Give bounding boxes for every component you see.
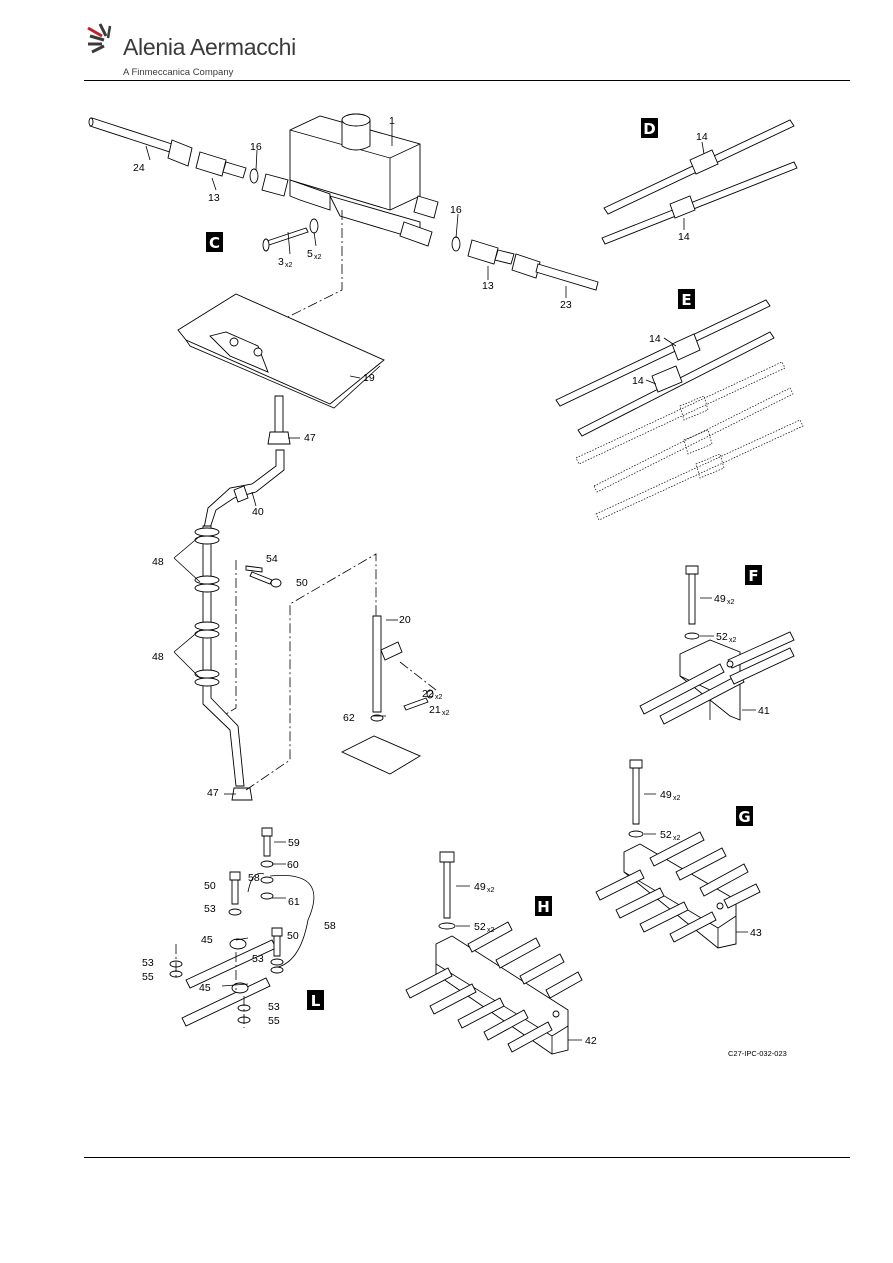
callout-20: 20 bbox=[399, 614, 411, 626]
callout-52-qty: x2 bbox=[487, 927, 495, 934]
callout-24: 24 bbox=[133, 162, 145, 174]
svg-text:D: D bbox=[643, 120, 655, 138]
callout-53: 53 bbox=[268, 1001, 280, 1013]
brand-subtitle: A Finmeccanica Company bbox=[123, 67, 234, 78]
footer-divider bbox=[84, 1157, 850, 1158]
callout-52-qty: x2 bbox=[729, 637, 737, 644]
view-e-detail bbox=[555, 299, 804, 521]
callout-14: 14 bbox=[649, 333, 661, 345]
view-l-detail bbox=[169, 827, 315, 1028]
callout-59: 59 bbox=[288, 837, 300, 849]
callout-42: 42 bbox=[585, 1035, 597, 1047]
svg-text:F: F bbox=[748, 567, 758, 585]
view-d-detail bbox=[601, 119, 798, 245]
svg-text:L: L bbox=[311, 992, 321, 1010]
callout-45: 45 bbox=[199, 982, 211, 994]
callout-16: 16 bbox=[450, 204, 462, 216]
callout-48: 48 bbox=[152, 651, 164, 663]
callout-3-qty: x2 bbox=[285, 262, 293, 269]
view-c-assembly bbox=[88, 113, 599, 360]
callout-16: 16 bbox=[250, 141, 262, 153]
view-label-h: H bbox=[535, 896, 552, 916]
callout-45: 45 bbox=[201, 934, 213, 946]
callout-22-qty: x2 bbox=[435, 694, 443, 701]
callout-54: 54 bbox=[266, 553, 278, 565]
callout-13: 13 bbox=[208, 192, 220, 204]
callout-49: 49 bbox=[714, 593, 726, 605]
callout-21: 21 bbox=[429, 704, 441, 716]
callout-52: 52 bbox=[716, 631, 728, 643]
callout-47: 47 bbox=[304, 432, 316, 444]
callout-50: 50 bbox=[287, 930, 299, 942]
callout-60: 60 bbox=[287, 859, 299, 871]
view-f-detail bbox=[639, 565, 795, 725]
view-label-d: D bbox=[641, 118, 658, 138]
callout-41: 41 bbox=[758, 705, 770, 717]
view-label-f: F bbox=[745, 565, 762, 585]
view-label-c: C bbox=[206, 232, 223, 252]
callout-47: 47 bbox=[207, 787, 219, 799]
callout-52: 52 bbox=[474, 921, 486, 933]
callout-22: 22 bbox=[422, 688, 434, 700]
callout-5-qty: x2 bbox=[314, 254, 322, 261]
callout-52: 52 bbox=[660, 829, 672, 841]
callout-49-qty: x2 bbox=[673, 795, 681, 802]
pin-part-20 bbox=[340, 615, 437, 775]
callout-40: 40 bbox=[252, 506, 264, 518]
callout-14: 14 bbox=[696, 131, 708, 143]
callout-55: 55 bbox=[142, 971, 154, 983]
callout-13: 13 bbox=[482, 280, 494, 292]
callout-49: 49 bbox=[474, 881, 486, 893]
header-divider bbox=[84, 80, 850, 81]
callout-48: 48 bbox=[152, 556, 164, 568]
callout-53: 53 bbox=[204, 903, 216, 915]
callout-19: 19 bbox=[363, 372, 375, 384]
callout-43: 43 bbox=[750, 927, 762, 939]
callout-58: 58 bbox=[324, 920, 336, 932]
callout-3: 3 bbox=[278, 256, 284, 268]
callout-14: 14 bbox=[678, 231, 690, 243]
svg-text:G: G bbox=[738, 808, 750, 826]
callout-62: 62 bbox=[343, 712, 355, 724]
callout-23: 23 bbox=[560, 299, 572, 311]
callout-49-qty: x2 bbox=[487, 887, 495, 894]
callout-labels: 1 24 13 16 3 x2 5 x2 16 13 23 19 47 40 4… bbox=[133, 115, 770, 1047]
callout-55: 55 bbox=[268, 1015, 280, 1027]
callout-49: 49 bbox=[660, 789, 672, 801]
figure-id: C27-IPC-032-023 bbox=[728, 1049, 787, 1058]
callout-50: 50 bbox=[296, 577, 308, 589]
svg-text:H: H bbox=[537, 898, 550, 916]
callout-53: 53 bbox=[252, 953, 264, 965]
callout-58: 58 bbox=[248, 872, 260, 884]
callout-61: 61 bbox=[288, 896, 300, 908]
callout-5: 5 bbox=[307, 248, 313, 260]
page-header: Alenia Aermacchi A Finmeccanica Company bbox=[0, 0, 893, 82]
brand-name: Alenia Aermacchi bbox=[123, 34, 296, 60]
callout-49-qty: x2 bbox=[727, 599, 735, 606]
view-label-e: E bbox=[678, 289, 695, 309]
view-label-l: L bbox=[307, 990, 324, 1010]
view-h-detail bbox=[405, 851, 583, 1055]
view-g-detail bbox=[595, 759, 761, 949]
view-label-g: G bbox=[736, 806, 753, 826]
pipe-part-40 bbox=[173, 395, 377, 801]
callout-52-qty: x2 bbox=[673, 835, 681, 842]
svg-text:C: C bbox=[209, 234, 220, 252]
tray-part-19 bbox=[177, 293, 385, 409]
svg-text:E: E bbox=[681, 291, 691, 309]
callout-1: 1 bbox=[389, 115, 395, 127]
callout-21-qty: x2 bbox=[442, 710, 450, 717]
callout-53: 53 bbox=[142, 957, 154, 969]
callout-50: 50 bbox=[204, 880, 216, 892]
callout-14: 14 bbox=[632, 375, 644, 387]
alenia-logo-icon bbox=[87, 23, 112, 54]
